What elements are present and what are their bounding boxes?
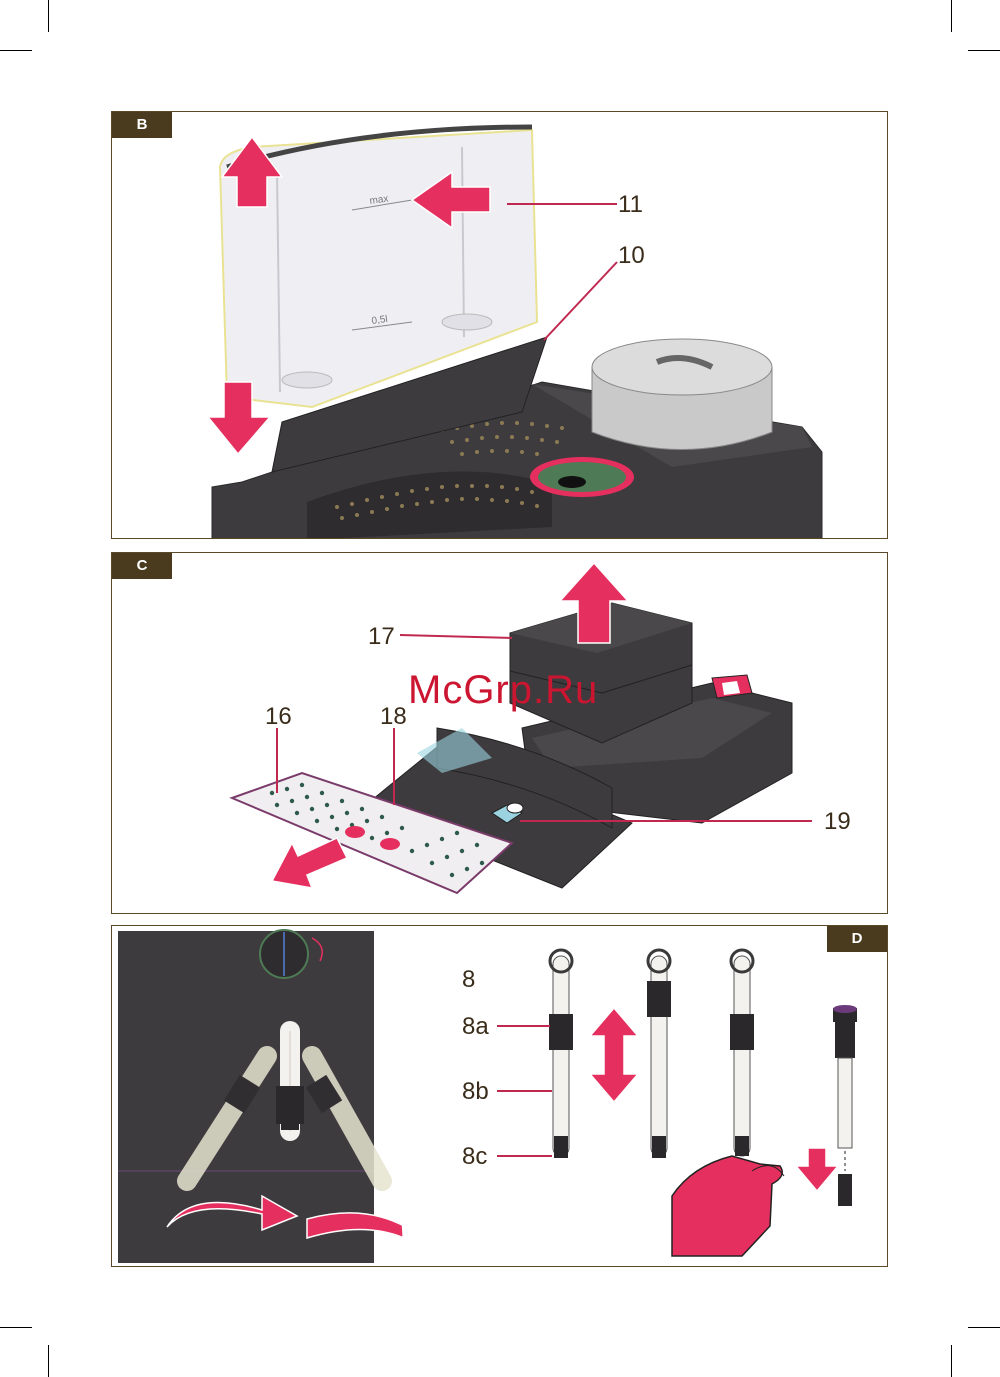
water-tank-illustration: max 0,5l xyxy=(112,112,888,539)
crop-mark xyxy=(951,0,952,32)
label-8c: 8c xyxy=(462,1143,487,1171)
crop-mark xyxy=(968,1327,1000,1328)
label-11: 11 xyxy=(618,191,643,219)
label-19: 19 xyxy=(824,808,851,836)
milk-nozzle-illustration xyxy=(112,926,888,1267)
label-8a: 8a xyxy=(462,1013,489,1041)
crop-mark xyxy=(48,0,49,32)
drip-tray-illustration xyxy=(112,553,888,914)
panel-b-tag: B xyxy=(112,112,172,138)
panel-c: C 17 16 18 19 xyxy=(111,552,888,914)
crop-mark xyxy=(48,1345,49,1377)
label-8b: 8b xyxy=(462,1078,489,1106)
crop-mark xyxy=(0,50,32,51)
crop-mark xyxy=(951,1345,952,1377)
watermark: McGrp.Ru xyxy=(408,668,598,713)
arrow-pull-icon xyxy=(272,838,347,888)
crop-mark xyxy=(968,50,1000,51)
panel-b: max 0,5l B 11 10 xyxy=(111,111,888,539)
label-16: 16 xyxy=(265,703,292,731)
crop-mark xyxy=(0,1327,32,1328)
tank-half-mark: 0,5l xyxy=(371,314,388,327)
label-10: 10 xyxy=(618,242,645,270)
leader-line-10 xyxy=(544,262,617,340)
slide-arrow-icon xyxy=(590,1008,638,1102)
panel-c-tag: C xyxy=(112,553,172,579)
label-18: 18 xyxy=(380,703,407,731)
panel-d-tag: D xyxy=(827,926,887,952)
hand-icon xyxy=(672,1156,782,1256)
panel-d: D 8 8a 8b 8c xyxy=(111,925,888,1267)
arrow-down-icon xyxy=(796,1148,838,1191)
label-8: 8 xyxy=(462,966,475,994)
label-17: 17 xyxy=(368,623,395,651)
leader-line-17 xyxy=(400,635,512,638)
